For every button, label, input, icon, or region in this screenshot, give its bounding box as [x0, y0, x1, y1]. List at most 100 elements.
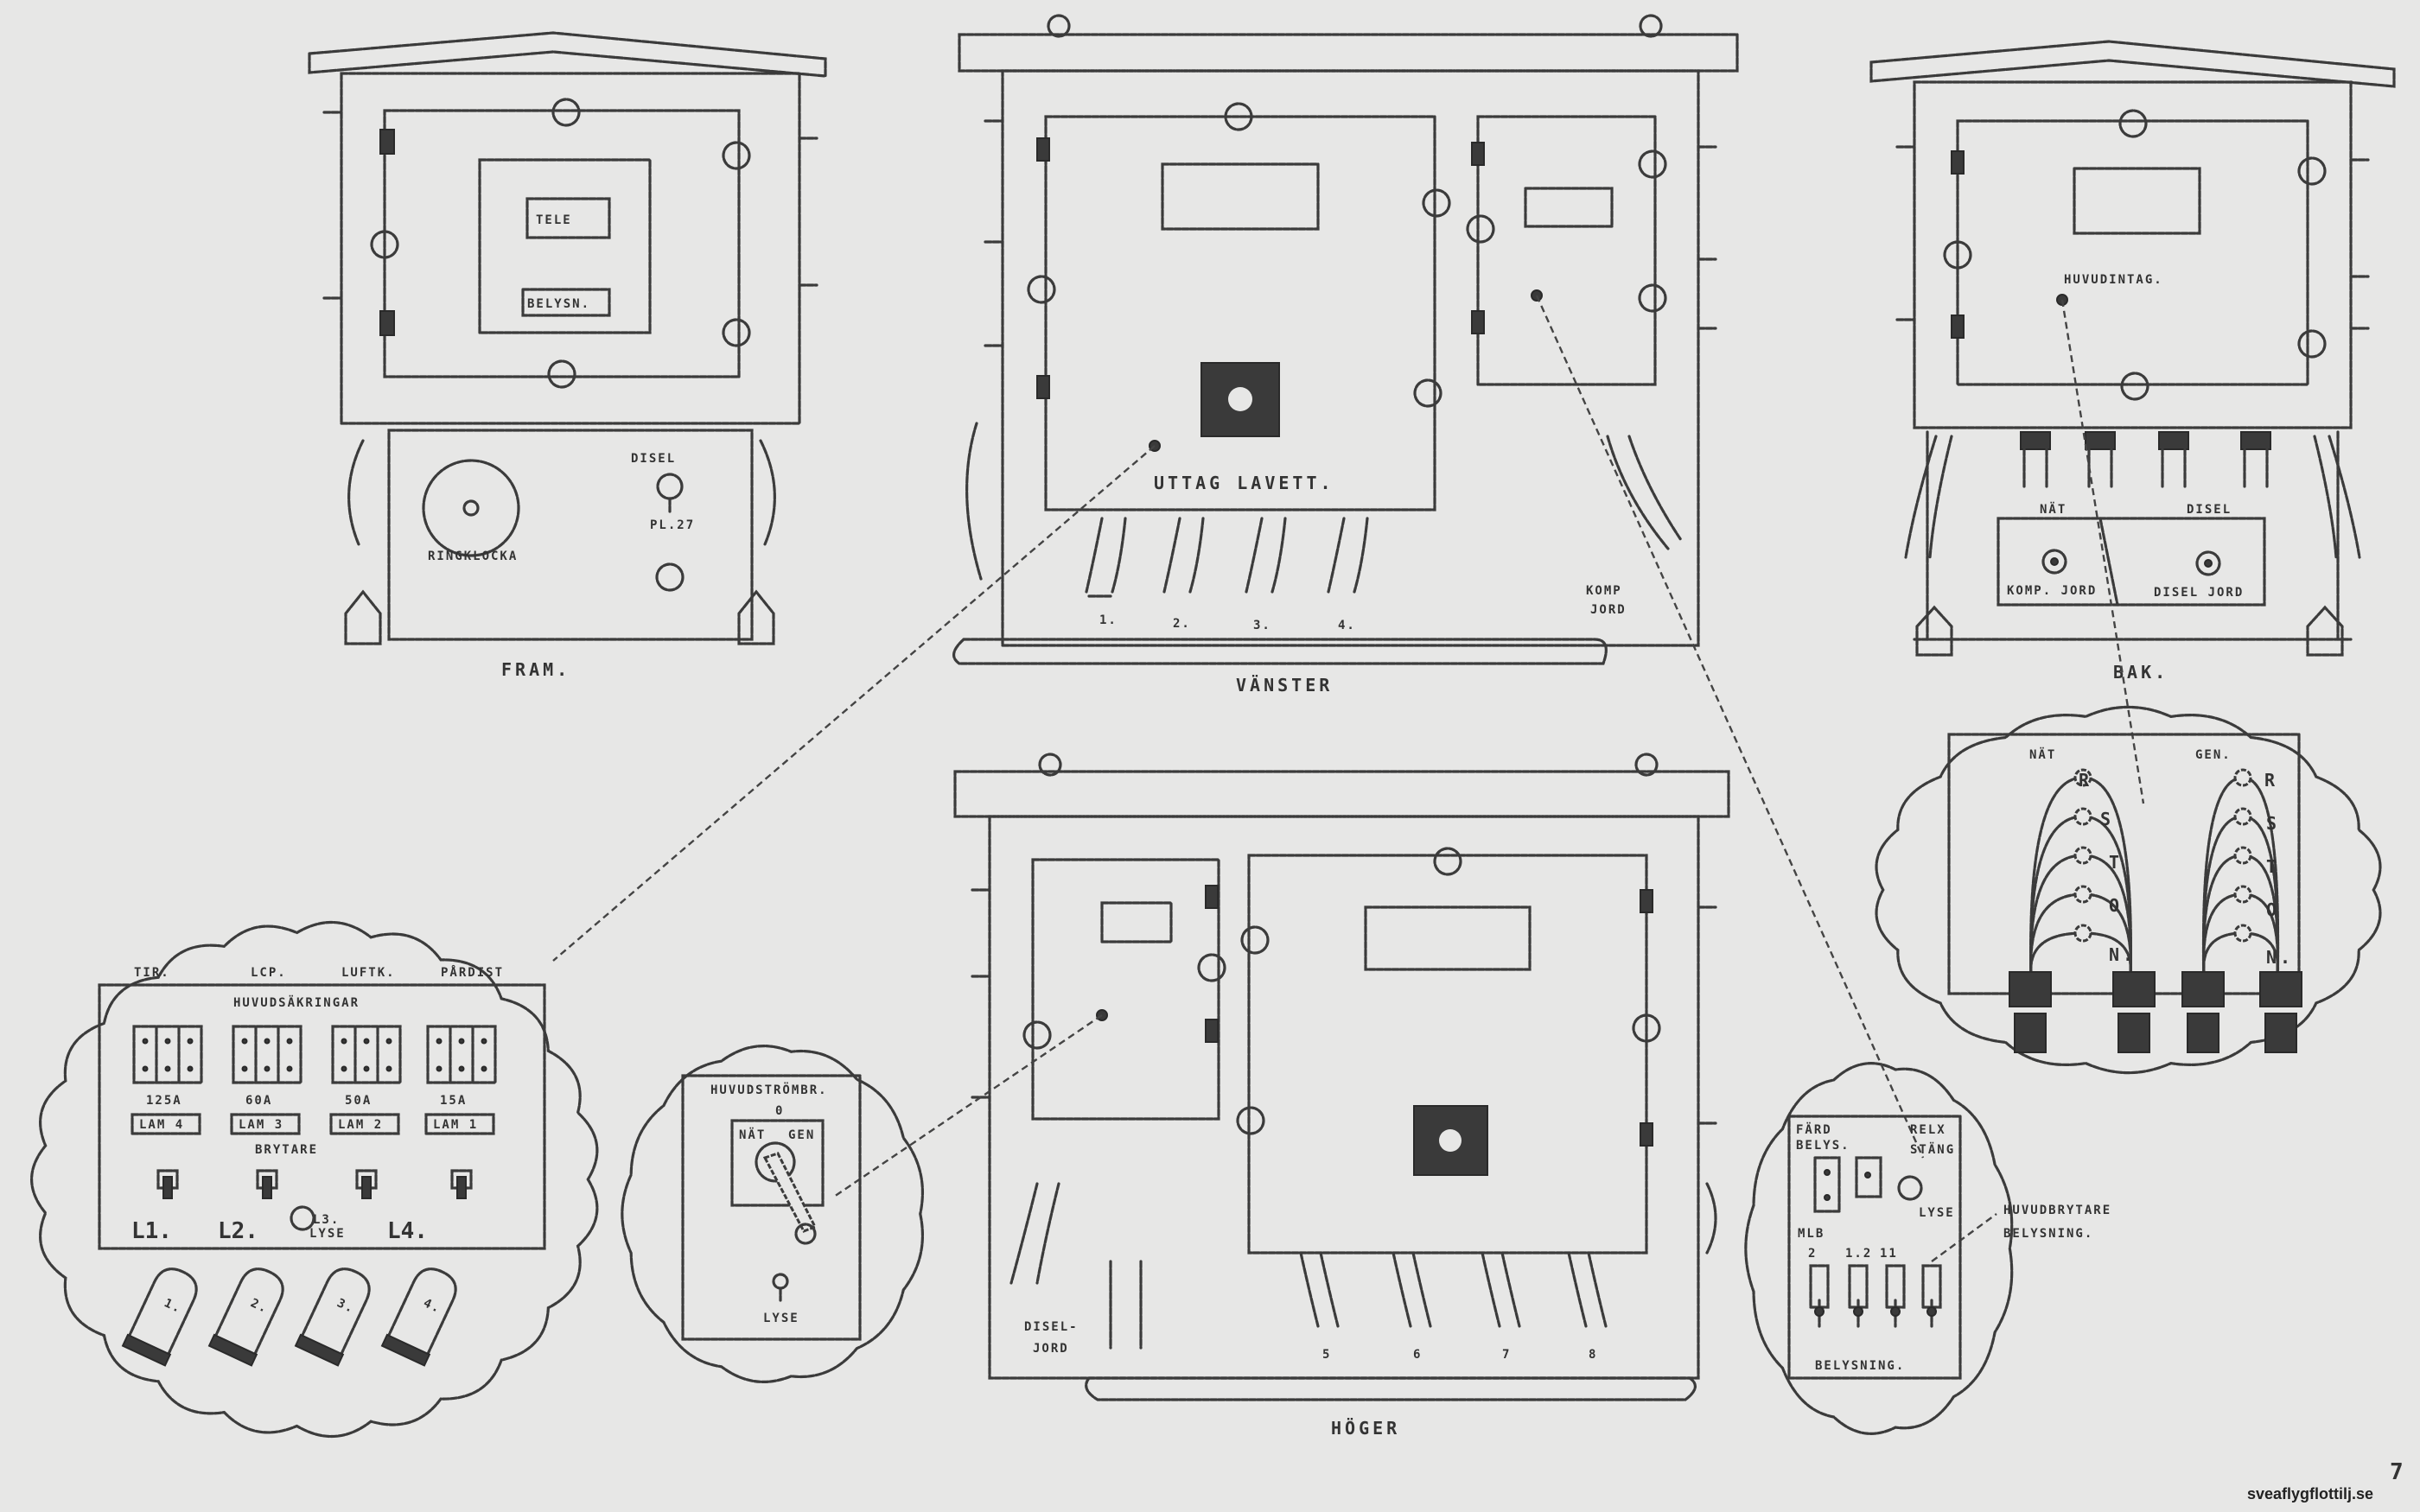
fuse-dot — [187, 1065, 194, 1072]
lower-compartment — [387, 429, 754, 641]
fuse-dot — [286, 1065, 293, 1072]
belys-label: BELYS. — [1796, 1139, 1850, 1153]
outlet-number: 8 — [1589, 1348, 1597, 1362]
consumer-label: LUFTK. — [341, 966, 396, 980]
intake-cables — [1904, 431, 2361, 559]
phase-label: O — [2109, 895, 2123, 916]
leader-line — [833, 1014, 1103, 1198]
cabinet-body — [1001, 69, 1700, 647]
pos-0-label: 0 — [775, 1104, 784, 1118]
phase-label: R — [2079, 770, 2092, 791]
plug-body — [213, 1267, 284, 1357]
roof — [1869, 40, 2396, 88]
switch-lever — [361, 1176, 372, 1199]
main-switch-detail: HUVUDSTRÖMBR. 0 NÄT GEN LYSE — [681, 1074, 862, 1341]
plug-body — [385, 1267, 457, 1357]
fuse-label: 2 — [1808, 1247, 1817, 1261]
lighting-detail: FÄRD BELYS. RELX STÄNG LYSE MLB 2 1.2 11… — [1787, 1115, 2111, 1380]
outlet-cables — [1085, 435, 1683, 598]
phase-label: S — [2100, 809, 2114, 829]
cabinet-body — [340, 72, 801, 425]
lamp-icon — [1897, 1175, 1923, 1201]
consumer-label: TIR. — [134, 966, 170, 980]
jord-label: JORD — [1033, 1342, 1069, 1356]
fuse-tag — [424, 1113, 495, 1135]
plug-icon: 2. — [207, 1267, 284, 1367]
right-view: 5 6 7 8 DISEL- JORD HÖGER — [953, 753, 1730, 1439]
plug-icon: 3. — [294, 1267, 371, 1367]
phase-label: N. — [2266, 947, 2294, 968]
fuse-tag — [131, 1113, 201, 1135]
fuse-block — [132, 1025, 203, 1084]
outlet-number: 7 — [1502, 1348, 1511, 1362]
page-number: 7 — [2390, 1459, 2404, 1485]
lighting-callout — [1744, 1062, 2014, 1435]
line-label: L3. — [313, 1213, 340, 1227]
fuse-rating: 15A — [440, 1094, 467, 1108]
fuse-tag-label: LAM 4 — [139, 1118, 184, 1132]
switch-lever — [262, 1176, 272, 1199]
phase-label: O — [2266, 899, 2280, 920]
cable-gland — [2181, 971, 2225, 1007]
fuse-dot — [481, 1065, 487, 1072]
outlet-number: 2. — [1173, 617, 1191, 631]
main-intake-detail: NÄT GEN. R S T O N. R S T O N. — [1947, 733, 2302, 1053]
outlet-number: 6 — [1413, 1348, 1422, 1362]
switch-handle — [762, 1152, 818, 1233]
terminal — [2233, 846, 2252, 865]
back-view: HUVUDINTAG. NÄT DISEL KOMP. JORD DISEL J… — [1869, 40, 2396, 683]
leader-line — [552, 445, 1156, 962]
fuse-dot — [385, 1038, 392, 1045]
lamp-icon — [290, 1205, 315, 1231]
cable-plug — [2264, 1013, 2297, 1053]
switch-lever — [456, 1176, 467, 1199]
fard-label: FÄRD — [1796, 1122, 1832, 1137]
door-panel — [383, 109, 741, 378]
plug-number: 3. — [334, 1296, 357, 1316]
relx-label: RELX — [1910, 1123, 1946, 1137]
outlet-cables — [1009, 1182, 1608, 1350]
skid — [952, 638, 1608, 665]
terminal — [2073, 924, 2092, 943]
line-label: L1. — [131, 1218, 172, 1244]
consumer-label: PÅRDIST — [441, 965, 504, 980]
fuse-dot — [458, 1065, 465, 1072]
fuse-cap — [1814, 1306, 1825, 1317]
phase-label: T — [2266, 856, 2280, 877]
side-door — [1476, 115, 1657, 386]
consumer-label: LCP. — [251, 966, 287, 980]
disel-jord-label: DISEL JORD — [2154, 586, 2244, 600]
callout-label: HUVUDBRYTARE — [2003, 1204, 2111, 1217]
nat-label: NÄT — [739, 1128, 766, 1142]
terminal — [2233, 924, 2252, 943]
main-switch-title: HUVUDSTRÖMBR. — [710, 1082, 828, 1097]
line-label: L4. — [387, 1218, 428, 1244]
disel-label: DISEL — [631, 452, 676, 466]
fuse-dot — [241, 1065, 248, 1072]
plug-body — [299, 1267, 371, 1357]
outlet-number: 5 — [1322, 1348, 1331, 1362]
fuse-dot — [241, 1038, 248, 1045]
fuse-rating: 60A — [245, 1094, 272, 1108]
gen-label: GEN. — [2195, 748, 2232, 762]
jord-label: JORD — [1590, 603, 1627, 617]
leader-line — [2060, 299, 2145, 804]
fuse-dot — [436, 1065, 443, 1072]
lamp-label: LYSE — [763, 1312, 799, 1325]
switch-lever — [162, 1176, 173, 1199]
cable-gland — [2112, 971, 2156, 1007]
fuse-cap — [1926, 1306, 1937, 1317]
plug-end — [121, 1333, 172, 1367]
terminal — [2073, 846, 2092, 865]
outlet-number: 1. — [1099, 613, 1118, 627]
fuse-dot — [341, 1038, 347, 1045]
plug-end — [380, 1333, 431, 1367]
fuse-dot — [341, 1065, 347, 1072]
mlb-label: MLB — [1798, 1227, 1825, 1241]
main-switch-callout — [621, 1045, 924, 1383]
leader-line — [1535, 295, 1925, 1159]
fuse-dot — [142, 1065, 149, 1072]
fuse-label: 1.2 — [1845, 1247, 1872, 1261]
fuse-dot — [286, 1038, 293, 1045]
uttag-label: UTTAG LAVETT. — [1154, 473, 1334, 493]
